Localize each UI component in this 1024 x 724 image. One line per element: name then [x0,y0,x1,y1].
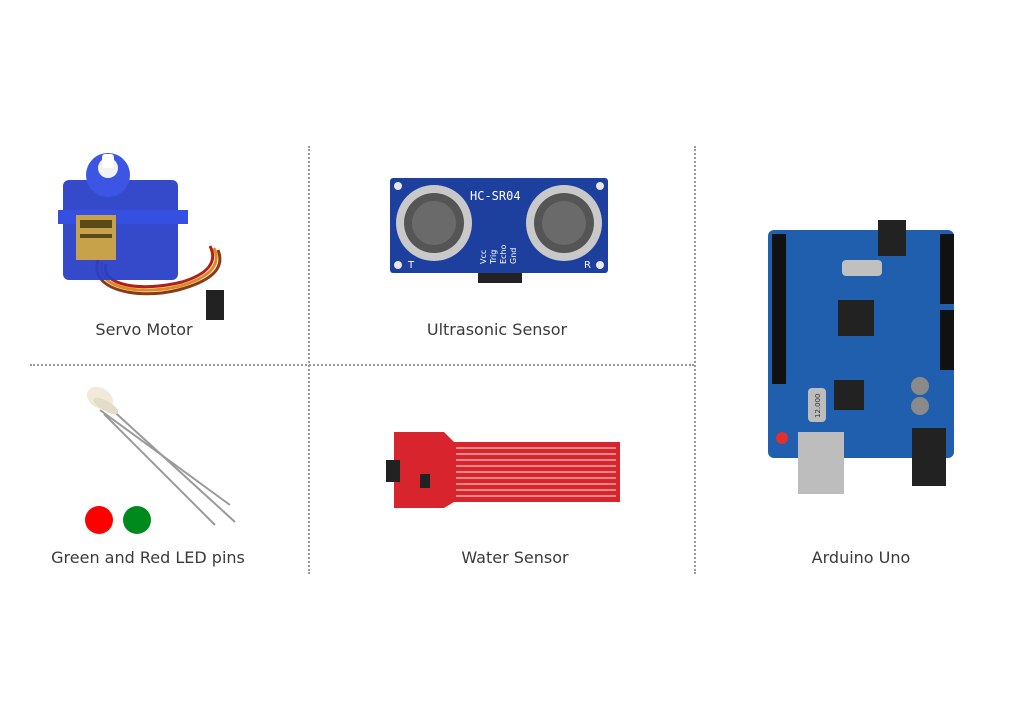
servo-motor-label: Servo Motor [95,320,193,339]
ultrasonic-sensor-label: Ultrasonic Sensor [426,320,568,339]
led-pins-label: Green and Red LED pins [51,548,245,567]
ultrasonic-pin-vcc: Vcc [479,250,488,264]
divider-vertical-left [308,146,310,574]
ultrasonic-pin-trig: Trig [489,250,498,265]
led-pins-image [86,386,236,526]
crystal-text: 12.000 [814,394,822,419]
ultrasonic-pin-gnd: Gnd [509,248,518,264]
water-sensor-image [386,432,620,508]
ultrasonic-t-label: T [407,260,415,271]
servo-motor-image [58,153,224,320]
ultrasonic-r-label: R [584,260,591,271]
ultrasonic-pin-echo: Echo [499,244,508,264]
green-led-dot [123,506,151,534]
arduino-uno-label: Arduino Uno [811,548,911,567]
arduino-uno-image: 12.000 [768,220,954,494]
ultrasonic-model-text: HC-SR04 [470,189,521,203]
ultrasonic-sensor-image: HC-SR04 Vcc Trig Echo Gnd T R [390,178,608,283]
divider-vertical-right [694,146,696,574]
divider-horizontal [30,364,694,366]
red-led-dot [85,506,113,534]
water-sensor-label: Water Sensor [461,548,569,567]
